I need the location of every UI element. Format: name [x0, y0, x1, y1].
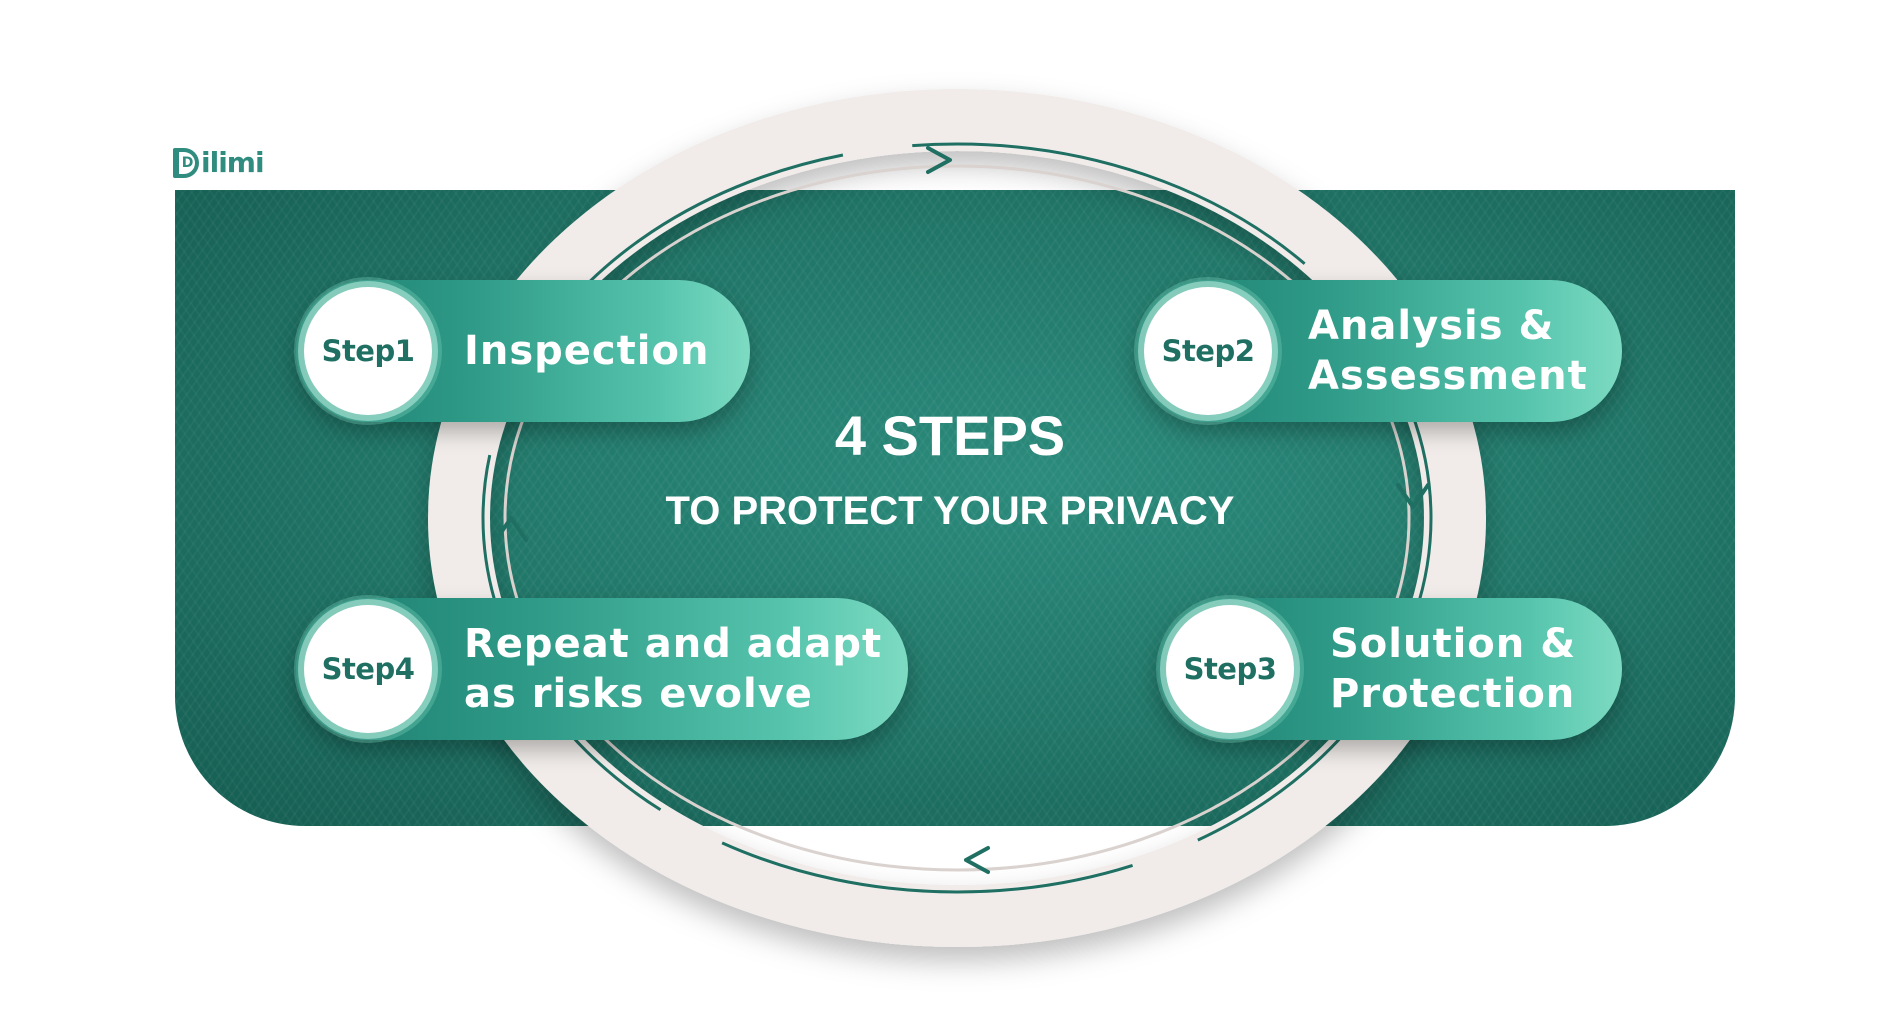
ring-track [481, 142, 1433, 894]
cycle-arrow-icon [494, 146, 1430, 874]
step-label-1-line1: Inspection [464, 328, 710, 374]
step-label-3-line2: Protection [1330, 671, 1576, 717]
step-label-2-line2: Assessment [1308, 353, 1588, 399]
step-badge-4: Step4 [304, 605, 432, 733]
step-card-4: Step4 Repeat and adapt as risks evolve [296, 598, 908, 740]
step-label-2: Analysis & Assessment [1272, 301, 1588, 401]
title-sub: TO PROTECT YOUR PRIVACY [665, 488, 1235, 533]
ring-inner-edge [503, 164, 1411, 872]
step-card-2: Step2 Analysis & Assessment [1136, 280, 1622, 422]
step-label-4-line1: Repeat and adapt [464, 621, 883, 667]
step-badge-2: Step2 [1144, 287, 1272, 415]
ring-outer [428, 89, 1486, 947]
step-card-3: Step3 Solution & Protection [1158, 598, 1622, 740]
title-main: 4 STEPS [834, 404, 1066, 467]
step-label-1: Inspection [432, 326, 709, 376]
logo-mark-icon: D [173, 147, 199, 178]
step-label-3-line1: Solution & [1330, 621, 1577, 667]
step-badge-1: Step1 [304, 287, 432, 415]
step-label-3: Solution & Protection [1294, 619, 1576, 719]
brand-logo: D ilimi [173, 146, 265, 179]
logo-text: ilimi [201, 146, 265, 179]
step-card-1: Step1 Inspection [296, 280, 750, 422]
step-label-4: Repeat and adapt as risks evolve [432, 619, 882, 719]
center-title: 4 STEPS TO PROTECT YOUR PRIVACY [600, 405, 1300, 534]
step-label-4-line2: as risks evolve [464, 671, 813, 717]
step-badge-3: Step3 [1166, 605, 1294, 733]
step-label-2-line1: Analysis & [1308, 303, 1555, 349]
